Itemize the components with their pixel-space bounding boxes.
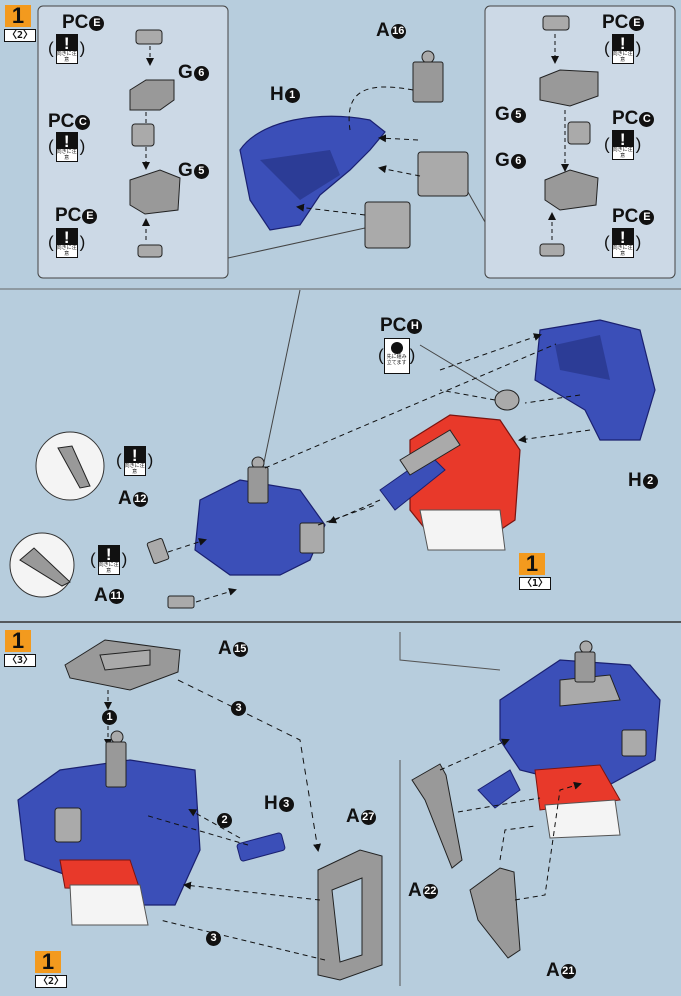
assembly-left	[17, 730, 201, 926]
order-mark-2: 2	[216, 812, 232, 830]
torso-part	[379, 414, 521, 551]
step-number-ref-2: 1	[35, 951, 61, 973]
warning-right-top: (!向きに注意)	[604, 34, 642, 64]
step-sub-ref-2: 〈2〉	[35, 975, 68, 988]
order-mark-3a: 3	[230, 700, 246, 718]
warning-a12: (!向きに注意)	[116, 446, 154, 476]
a21-part	[469, 867, 521, 959]
warning-left-mid: (!向きに注意)	[48, 132, 86, 162]
step-number-top: 1	[5, 5, 31, 27]
h2-part	[534, 319, 656, 441]
order-mark-3b: 3	[205, 930, 221, 948]
step-sub-top: 〈2〉	[4, 29, 37, 42]
warning-left-bottom: (!向きに注意)	[48, 228, 86, 258]
assembly-right	[477, 640, 661, 839]
pch-note: (先に組み立てます)	[378, 338, 415, 374]
warning-left-top: (!向きに注意)	[48, 34, 86, 64]
warning-right-bottom: (!向きに注意)	[604, 228, 642, 258]
left-inset-parts	[129, 29, 181, 258]
a16-part	[412, 50, 444, 103]
step-sub-bottom: 〈3〉	[4, 654, 37, 667]
step-number-bottom: 1	[5, 630, 31, 652]
a15-part	[64, 639, 181, 691]
h1-part	[239, 115, 386, 231]
a22-part	[411, 763, 463, 869]
right-inset-parts	[539, 15, 599, 257]
head-block-mid	[194, 456, 326, 576]
step-number-ref-1: 1	[519, 553, 545, 575]
warning-a11: (!向きに注意)	[90, 545, 128, 575]
order-mark-1: 1	[101, 709, 117, 727]
step-sub-ref-1: 〈1〉	[519, 577, 552, 590]
a27-part	[317, 849, 383, 981]
warning-right-mid: (!向きに注意)	[604, 130, 642, 160]
